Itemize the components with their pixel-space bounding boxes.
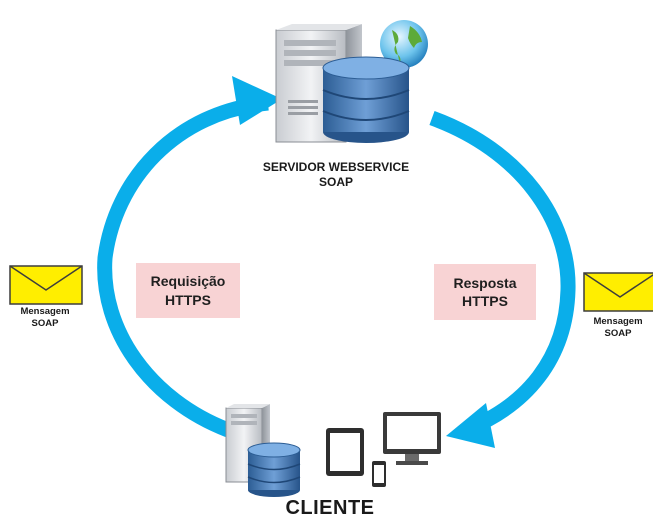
message-left-line1: Mensagem bbox=[20, 306, 70, 317]
server-label-line2: SOAP bbox=[318, 175, 353, 189]
response-label-line2: HTTPS bbox=[462, 293, 508, 309]
message-left-label: Mensagem SOAP bbox=[5, 306, 85, 330]
server-label: SERVIDOR WEBSERVICE SOAP bbox=[226, 160, 446, 190]
server-label-line1: SERVIDOR WEBSERVICE bbox=[262, 160, 410, 174]
response-label-line1: Resposta bbox=[453, 274, 517, 291]
message-right-line2: SOAP bbox=[604, 327, 632, 339]
phone-icon bbox=[372, 461, 386, 487]
envelope-right-icon bbox=[583, 272, 653, 312]
response-arrow bbox=[429, 110, 576, 448]
request-arrow bbox=[97, 76, 282, 437]
tablet-icon bbox=[326, 428, 364, 476]
response-label-box: Resposta HTTPS bbox=[434, 264, 536, 320]
envelope-left-icon bbox=[9, 265, 83, 305]
request-label-line1: Requisição bbox=[150, 273, 226, 290]
message-right-label: Mensagem SOAP bbox=[578, 316, 653, 340]
request-label-line2: HTTPS bbox=[165, 291, 211, 308]
monitor-icon bbox=[383, 412, 441, 465]
request-label-box: Requisição HTTPS bbox=[136, 263, 240, 318]
message-left-line2: SOAP bbox=[31, 317, 59, 329]
globe-icon bbox=[380, 20, 428, 68]
client-database-icon bbox=[247, 442, 301, 497]
client-label: CLIENTE bbox=[285, 497, 375, 519]
message-right-line1: Mensagem bbox=[593, 316, 643, 327]
database-icon bbox=[322, 56, 410, 143]
